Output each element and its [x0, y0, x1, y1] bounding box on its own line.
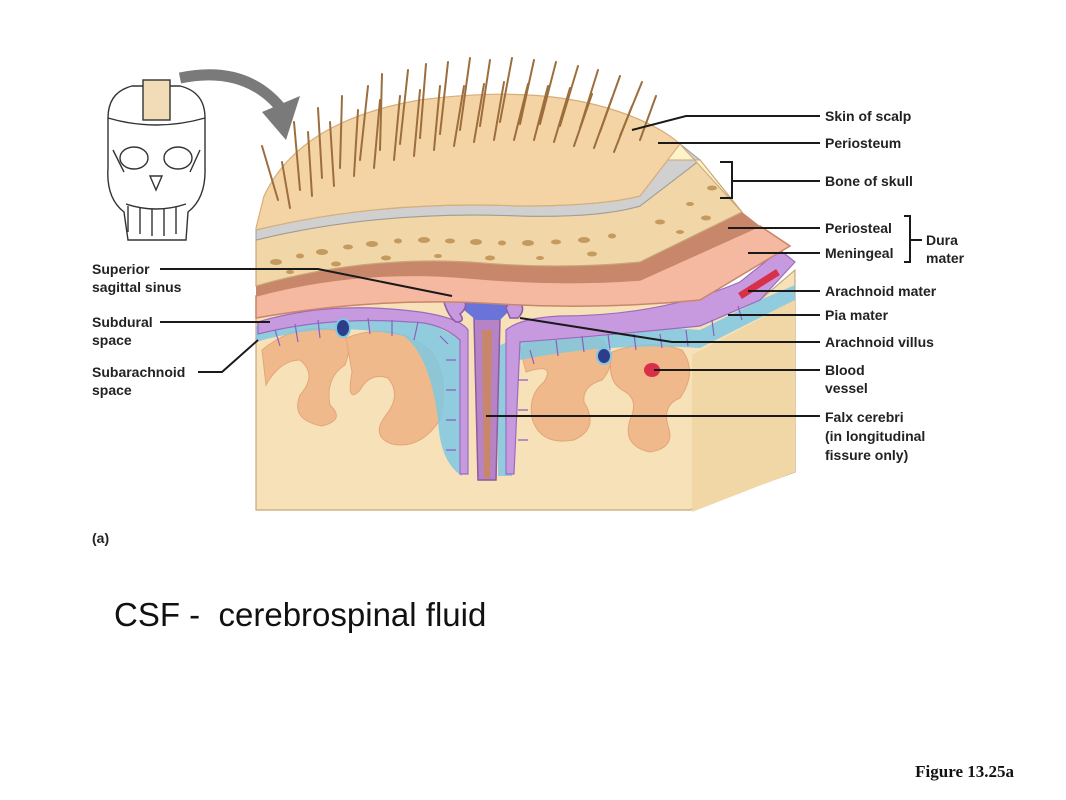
- label-dura-line2: mater: [926, 250, 965, 266]
- label-arachnoid-villus: Arachnoid villus: [825, 334, 934, 350]
- brain-block-right-face: [692, 300, 795, 512]
- label-skin-of-scalp: Skin of scalp: [825, 108, 911, 124]
- label-bone-of-skull: Bone of skull: [825, 173, 913, 189]
- label-subdural-line2: space: [92, 332, 132, 348]
- label-sss-line1: Superior: [92, 261, 150, 277]
- arachnoid-membrane-right: [505, 249, 796, 475]
- label-dura-line1: Dura: [926, 232, 958, 248]
- blood-vessel-branch: [738, 269, 780, 299]
- leader-lines: [160, 115, 922, 417]
- label-falx-line3: fissure only): [825, 447, 908, 463]
- label-falx-line2: (in longitudinal: [825, 428, 925, 444]
- diagram-labels: Skin of scalp Periosteum Bone of skull P…: [92, 108, 965, 546]
- label-sss-line2: sagittal sinus: [92, 279, 182, 295]
- vessel-cross-section-right: [596, 347, 612, 365]
- longitudinal-fissure: [482, 330, 492, 478]
- bone-diploe-spaces: [270, 185, 717, 274]
- blood-vessel: [644, 363, 660, 377]
- label-arachnoid-mater: Arachnoid mater: [825, 283, 937, 299]
- curved-arrow-icon: [178, 69, 289, 116]
- label-subarachnoid-line2: space: [92, 382, 132, 398]
- label-periosteal: Periosteal: [825, 220, 892, 236]
- figure-reference: Figure 13.25a: [915, 762, 1014, 781]
- meningeal-dura: [255, 225, 792, 319]
- label-falx-line1: Falx cerebri: [825, 409, 904, 425]
- label-subdural-line1: Subdural: [92, 314, 153, 330]
- label-blood-vessel-line2: vessel: [825, 380, 868, 396]
- vessel-cross-section-left: [335, 318, 351, 338]
- label-pia-mater: Pia mater: [825, 307, 889, 323]
- scalp-hair: [261, 57, 657, 209]
- arachnoid-trabeculae: [274, 305, 743, 451]
- skull-inset-illustration: [107, 79, 206, 241]
- cerebral-cortex-gyri: [261, 327, 690, 453]
- caption-text: CSF - cerebrospinal fluid: [114, 596, 487, 633]
- label-subarachnoid-line1: Subarachnoid: [92, 364, 185, 380]
- panel-label: (a): [92, 530, 109, 546]
- periosteal-dura: [256, 212, 760, 296]
- arrowhead-icon: [262, 96, 300, 140]
- label-blood-vessel-line1: Blood: [825, 362, 865, 378]
- label-meningeal: Meningeal: [825, 245, 893, 261]
- label-periosteum: Periosteum: [825, 135, 901, 151]
